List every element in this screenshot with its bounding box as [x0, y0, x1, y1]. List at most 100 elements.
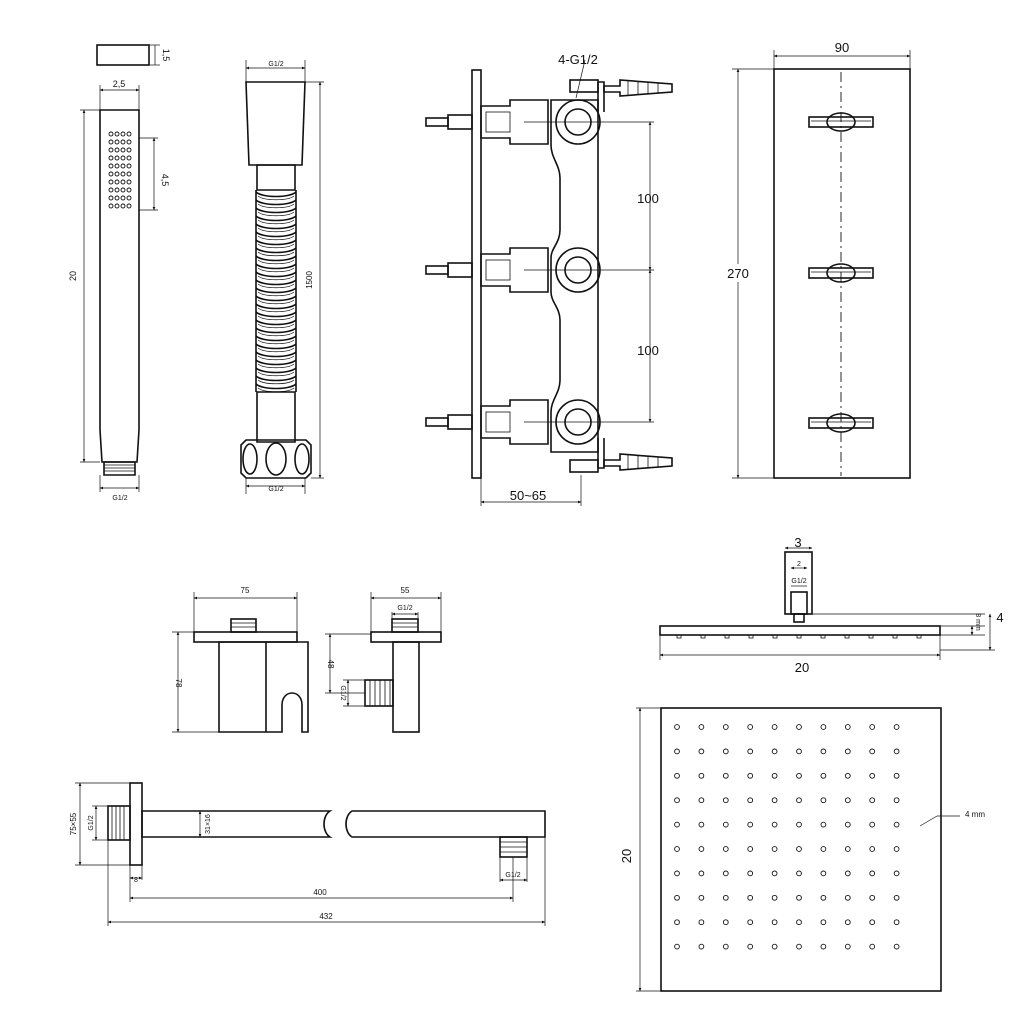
nozzle-hole: [108, 187, 114, 193]
nozzle-tip: [796, 634, 802, 639]
valve-spacing-2: 100: [637, 343, 659, 358]
head-nozzle-size: 4 mm: [965, 810, 985, 819]
nozzle-hole: [126, 179, 132, 185]
head-top-nozzles: [674, 724, 900, 950]
nozzle-hole: [722, 870, 729, 877]
nozzle-hole: [844, 797, 851, 804]
nozzle-hole: [114, 147, 120, 153]
nozzle-hole: [869, 724, 876, 730]
nozzle-hole: [674, 772, 680, 779]
nozzle-hole: [114, 203, 120, 209]
valve-outlet: [425, 99, 601, 145]
nozzle-hole: [893, 943, 900, 950]
nozzle-hole: [747, 797, 754, 804]
valve-outlet: [425, 247, 601, 293]
valve-body-view: 4-G1/2 100 100 50~65: [425, 52, 673, 506]
nozzle-hole: [674, 846, 680, 852]
hose-coil: [255, 303, 297, 310]
nozzle-hole: [722, 894, 729, 901]
head-connector-width: 3: [794, 535, 801, 550]
nozzle-hole: [674, 821, 680, 828]
nozzle-hole: [698, 797, 705, 804]
nozzle-tip: [748, 634, 754, 639]
nozzle-hole: [674, 919, 680, 926]
nozzle-hole: [796, 870, 802, 877]
head-connector-thread: G1/2: [791, 578, 806, 585]
front-plate-height: 270: [727, 266, 749, 281]
nozzle-hole: [698, 870, 705, 877]
nozzle-hole: [820, 919, 827, 926]
nozzle-hole: [820, 772, 827, 779]
hose-coil-edge: [257, 267, 295, 273]
valve-depth-range: 50~65: [510, 488, 547, 503]
nozzle-hole: [108, 139, 114, 145]
head-side-nozzles: [676, 634, 922, 639]
nozzle-hole: [120, 195, 126, 201]
nozzle-hole: [869, 919, 876, 926]
hose-coil: [255, 287, 297, 294]
hose-coils: [255, 191, 297, 393]
nozzle-hole: [108, 179, 114, 185]
nozzle-hole: [747, 894, 754, 901]
nozzle-hole: [796, 894, 802, 901]
nozzle-hole: [114, 139, 120, 145]
nozzle-hole: [747, 943, 754, 950]
nozzle-hole: [674, 797, 680, 804]
valve-spacing-1: 100: [637, 191, 659, 206]
nozzle-hole: [120, 147, 126, 153]
front-plate-view: 90 270: [724, 40, 911, 479]
hose-coil-edge: [257, 371, 295, 377]
wall-holder-height: 78: [174, 679, 183, 688]
nozzle-hole: [869, 797, 876, 804]
nozzle-hole: [698, 724, 705, 730]
hose-coil: [255, 335, 297, 342]
nozzle-hole: [108, 203, 114, 209]
hand-shower-length: 20: [68, 271, 78, 281]
hose-coil-edge: [257, 243, 295, 249]
wall-outlet-width: 55: [401, 586, 410, 595]
plate-handle: [808, 112, 874, 132]
nozzle-hole: [114, 163, 120, 169]
nozzle-hole: [722, 821, 729, 828]
hose-coil-edge: [257, 275, 295, 281]
nozzle-hole: [771, 724, 778, 730]
hose-coil-edge: [257, 227, 295, 233]
nozzle-hole: [844, 772, 851, 779]
nozzle-hole: [114, 155, 120, 161]
nozzle-tip: [772, 634, 778, 639]
hose-coil: [255, 247, 297, 254]
nozzle-hole: [698, 821, 705, 828]
nozzle-hole: [108, 131, 114, 137]
nozzle-hole: [869, 894, 876, 901]
plate-handle: [808, 263, 874, 283]
hose-coil: [255, 255, 297, 262]
hose-coil: [255, 207, 297, 214]
hose-coil-edge: [257, 307, 295, 313]
nozzle-hole: [869, 821, 876, 828]
nozzle-tip: [724, 634, 730, 639]
head-plate-thickness: 8 mm: [974, 613, 981, 631]
hose-coil-edge: [257, 291, 295, 297]
nozzle-hole: [747, 748, 754, 755]
nozzle-hole: [820, 748, 827, 755]
hose-coil: [255, 327, 297, 334]
hose-view: G1/2 1500 G1/2: [240, 60, 324, 494]
nozzle-hole: [674, 943, 680, 950]
hose-coil: [255, 295, 297, 302]
wall-holder-width: 75: [241, 586, 250, 595]
nozzle-hole: [820, 821, 827, 828]
hose-coil-edge: [257, 355, 295, 361]
hose-coil: [255, 191, 297, 198]
wall-outlet-view: 55 G1/2 48 G1/2: [325, 586, 442, 733]
nozzle-tip: [844, 634, 850, 639]
nozzle-hole: [796, 772, 802, 779]
nozzle-hole: [108, 171, 114, 177]
nozzle-hole: [722, 772, 729, 779]
hose-coil-edge: [257, 331, 295, 337]
hose-coil-edge: [257, 251, 295, 257]
wall-holder-view: 75 78: [172, 586, 309, 733]
hose-coil-edge: [257, 259, 295, 265]
wall-outlet-projection: 48: [326, 660, 335, 669]
nozzle-hole: [820, 846, 827, 852]
